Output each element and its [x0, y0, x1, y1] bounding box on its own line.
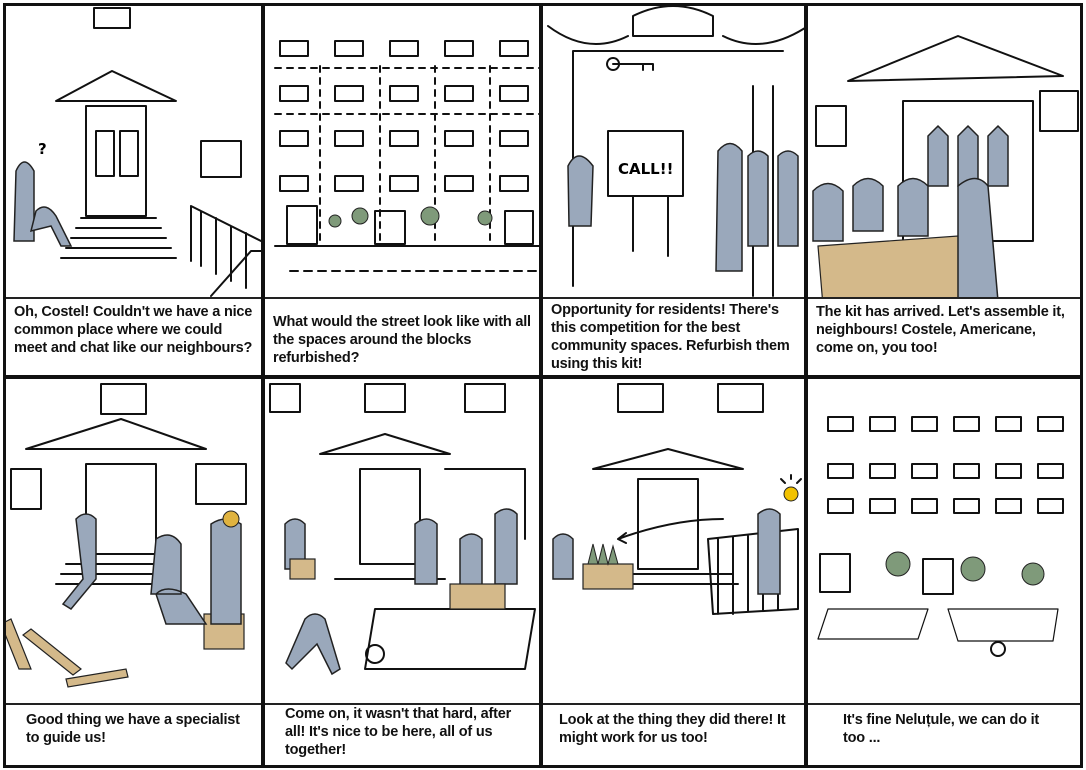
comic-panel-7: Look at the thing they did there! It mig… [540, 376, 807, 768]
panel-8-caption: It's fine Neluțule, we can do it too ... [808, 703, 1080, 765]
panel-3-illustration: CALL!! [547, 6, 804, 297]
comic-panel-8: It's fine Neluțule, we can do it too ... [805, 376, 1083, 768]
panel-1-caption: Oh, Costel! Couldn't we have a nice comm… [6, 297, 261, 375]
panel-2-illustration [274, 40, 539, 272]
key-drawing [606, 57, 654, 71]
comic-panel-5: Good thing we have a specialist to guide… [3, 376, 264, 768]
call-sign-text: CALL!! [618, 160, 673, 178]
comic-panel-6: Come on, it wasn't that hard, after all!… [262, 376, 542, 768]
comic-panel-4: The kit has arrived. Let's assemble it, … [805, 3, 1083, 378]
question-mark: ? [38, 140, 47, 158]
comic-panel-3: CALL!! Opportunity for residents! There'… [540, 3, 807, 378]
comic-panel-2: What would the street look like with all… [262, 3, 542, 378]
panel-3-caption: Opportunity for residents! There's this … [543, 297, 804, 375]
panel-2-caption: What would the street look like with all… [265, 297, 539, 375]
comic-panel-1: ? Oh, Costel! Couldn't we have a nice co… [3, 3, 264, 378]
panel-6-illustration [269, 383, 536, 676]
panel-5-illustration [6, 383, 247, 688]
panel-1-illustration: ? [13, 7, 261, 297]
panel-4-caption: The kit has arrived. Let's assemble it, … [808, 297, 1080, 375]
panel-7-illustration [552, 383, 802, 615]
panel-7-caption: Look at the thing they did there! It mig… [543, 703, 804, 765]
panel-5-caption: Good thing we have a specialist to guide… [6, 703, 261, 765]
panel-4-illustration [812, 35, 1079, 306]
panel-6-caption: Come on, it wasn't that hard, after all!… [265, 703, 539, 765]
lightbulb-icon [780, 474, 802, 502]
panel-8-illustration [817, 416, 1064, 657]
